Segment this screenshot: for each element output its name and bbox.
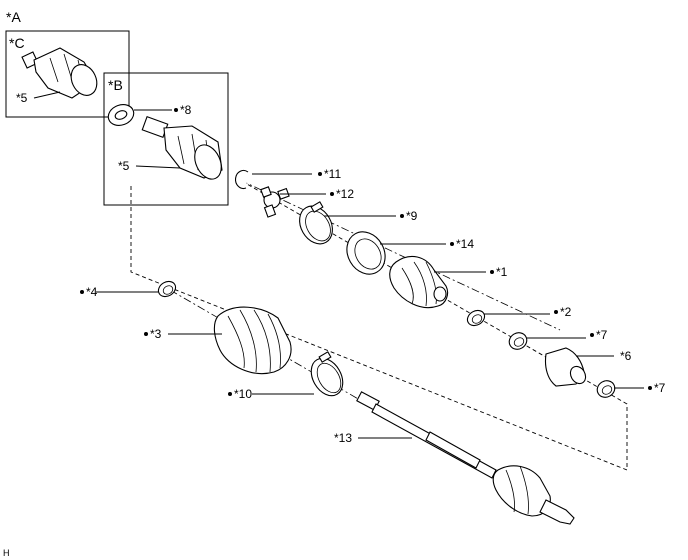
drive-shaft-part xyxy=(356,391,575,525)
label-p13: *13 xyxy=(334,431,352,445)
bullet-p7-a xyxy=(590,333,594,337)
bullet-p4 xyxy=(80,290,84,294)
bullet-p1 xyxy=(490,270,494,274)
label-p14: *14 xyxy=(456,237,474,251)
label-p2: *2 xyxy=(560,305,572,319)
label-p10: *10 xyxy=(234,387,252,401)
label-p7-a: *7 xyxy=(596,328,608,342)
inboard-joint-housing-b xyxy=(141,115,223,180)
label-p3: *3 xyxy=(150,327,162,341)
boot-clamp-outboard xyxy=(310,351,344,397)
damper-ring-upper xyxy=(508,332,528,350)
label-p5-c: *5 xyxy=(16,91,28,105)
label-p11: *11 xyxy=(324,167,341,181)
boot-band-part xyxy=(346,231,386,275)
label-p8: *8 xyxy=(180,103,192,117)
outboard-boot-part xyxy=(213,306,292,375)
inboard-joint-housing-c xyxy=(21,47,98,99)
label-corner: H xyxy=(3,548,10,558)
leader-p5-b xyxy=(135,165,181,169)
inboard-boot-part xyxy=(389,255,449,308)
bullet-p8 xyxy=(174,108,178,112)
label-p7-b: *7 xyxy=(654,381,666,395)
bullet-p14 xyxy=(450,242,454,246)
label-p5-b: *5 xyxy=(118,159,130,173)
snap-ring-part xyxy=(234,169,249,189)
bullet-p11 xyxy=(318,172,322,176)
label-p1: *1 xyxy=(496,265,508,279)
view-box-c xyxy=(5,30,130,118)
label-p9: *9 xyxy=(406,209,418,223)
shaft-axis-line xyxy=(239,179,561,331)
tripod-joint-part xyxy=(260,186,290,218)
boot-clamp-inboard xyxy=(299,201,333,245)
bullet-p3 xyxy=(144,332,148,336)
bullet-p12 xyxy=(330,192,334,196)
view-box-b xyxy=(103,72,229,206)
bullet-p2 xyxy=(554,310,558,314)
label-view-a: *A xyxy=(6,9,21,25)
bullet-p9 xyxy=(400,214,404,218)
outboard-clamp-small xyxy=(157,280,177,298)
clamp-part-2 xyxy=(466,309,486,327)
label-p4: *4 xyxy=(86,285,98,299)
dynamic-damper-part xyxy=(544,347,587,387)
label-p6: *6 xyxy=(620,349,632,363)
damper-ring-lower xyxy=(596,380,616,398)
bullet-p7-b xyxy=(648,386,652,390)
label-p12: *12 xyxy=(336,187,354,201)
assembly-dashed-outline xyxy=(130,179,628,471)
leader-p5-c xyxy=(33,91,61,99)
bullet-p10 xyxy=(228,392,232,396)
washer-part xyxy=(107,104,135,126)
label-view-c: *C xyxy=(9,35,25,51)
label-view-b: *B xyxy=(108,77,123,93)
